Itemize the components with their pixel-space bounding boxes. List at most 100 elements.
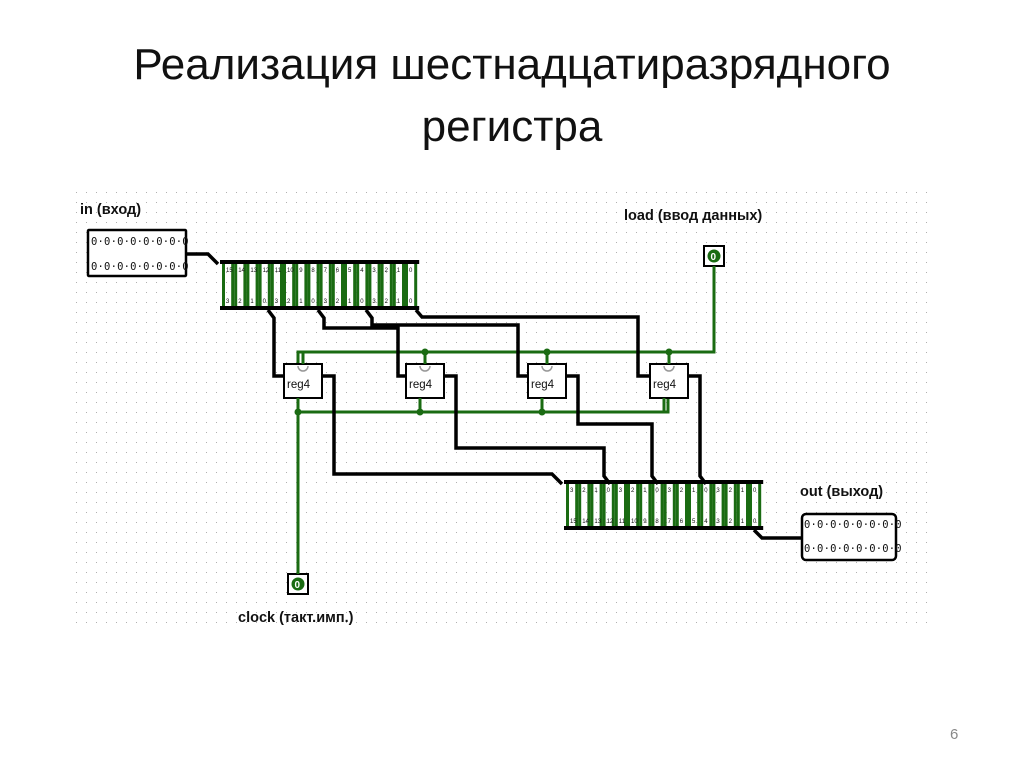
grid-dot bbox=[156, 402, 157, 403]
grid-dot bbox=[876, 492, 877, 493]
grid-dot bbox=[246, 332, 247, 333]
grid-dot bbox=[326, 392, 327, 393]
grid-dot bbox=[116, 422, 117, 423]
grid-dot bbox=[376, 452, 377, 453]
grid-dot bbox=[186, 422, 187, 423]
grid-dot bbox=[186, 212, 187, 213]
grid-dot bbox=[206, 292, 207, 293]
grid-dot bbox=[226, 482, 227, 483]
grid-dot bbox=[366, 502, 367, 503]
grid-dot bbox=[906, 222, 907, 223]
grid-dot bbox=[486, 502, 487, 503]
grid-dot bbox=[696, 402, 697, 403]
grid-dot bbox=[516, 202, 517, 203]
grid-dot bbox=[546, 542, 547, 543]
grid-dot bbox=[586, 572, 587, 573]
grid-dot bbox=[586, 372, 587, 373]
grid-dot bbox=[466, 542, 467, 543]
splitter-bit-line bbox=[672, 484, 676, 526]
grid-dot bbox=[806, 252, 807, 253]
grid-dot bbox=[126, 372, 127, 373]
grid-dot bbox=[196, 362, 197, 363]
grid-dot bbox=[796, 212, 797, 213]
grid-dot bbox=[446, 462, 447, 463]
grid-dot bbox=[606, 582, 607, 583]
grid-dot bbox=[806, 312, 807, 313]
grid-dot bbox=[886, 282, 887, 283]
register-reg4[interactable]: reg4 bbox=[283, 352, 323, 416]
grid-dot bbox=[856, 282, 857, 283]
grid-dot bbox=[426, 302, 427, 303]
grid-dot bbox=[896, 302, 897, 303]
grid-dot bbox=[396, 392, 397, 393]
grid-dot bbox=[136, 442, 137, 443]
clock-pin[interactable]: 0 bbox=[287, 573, 309, 595]
grid-dot bbox=[286, 622, 287, 623]
grid-dot bbox=[856, 342, 857, 343]
grid-dot bbox=[216, 292, 217, 293]
grid-dot bbox=[806, 502, 807, 503]
grid-dot bbox=[876, 302, 877, 303]
grid-dot bbox=[126, 622, 127, 623]
grid-dot bbox=[376, 242, 377, 243]
grid-dot bbox=[866, 282, 867, 283]
grid-dot bbox=[556, 212, 557, 213]
grid-dot bbox=[866, 272, 867, 273]
input-pin[interactable]: 0·0·0·0·0·0·0·0 0·0·0·0·0·0·0·0 bbox=[86, 228, 189, 278]
grid-dot bbox=[736, 582, 737, 583]
grid-dot bbox=[506, 502, 507, 503]
splitter-bottom-label: 8 bbox=[655, 519, 659, 525]
grid-dot bbox=[836, 422, 837, 423]
grid-dot bbox=[626, 592, 627, 593]
grid-dot bbox=[166, 362, 167, 363]
grid-dot bbox=[766, 402, 767, 403]
grid-dot bbox=[646, 302, 647, 303]
grid-dot bbox=[576, 582, 577, 583]
grid-dot bbox=[896, 412, 897, 413]
grid-dot bbox=[186, 472, 187, 473]
grid-dot bbox=[206, 482, 207, 483]
grid-dot bbox=[76, 512, 77, 513]
grid-dot bbox=[836, 302, 837, 303]
grid-dot bbox=[596, 242, 597, 243]
register-reg4[interactable]: reg4 bbox=[527, 348, 567, 416]
grid-dot bbox=[576, 272, 577, 273]
grid-dot bbox=[216, 592, 217, 593]
grid-dot bbox=[556, 332, 557, 333]
grid-dot bbox=[526, 462, 527, 463]
grid-dot bbox=[276, 562, 277, 563]
grid-dot bbox=[446, 222, 447, 223]
grid-dot bbox=[756, 592, 757, 593]
grid-dot bbox=[96, 482, 97, 483]
load-pin[interactable]: 0 bbox=[703, 245, 725, 267]
grid-dot bbox=[906, 292, 907, 293]
grid-dot bbox=[536, 362, 537, 363]
grid-dot bbox=[616, 252, 617, 253]
grid-dot bbox=[676, 342, 677, 343]
grid-dot bbox=[616, 202, 617, 203]
splitter-bottom-label: 3 bbox=[324, 299, 328, 305]
grid-dot bbox=[166, 392, 167, 393]
register-reg4[interactable]: reg4 bbox=[649, 348, 689, 413]
grid-dot bbox=[516, 292, 517, 293]
grid-dot bbox=[296, 622, 297, 623]
grid-dot bbox=[296, 312, 297, 313]
register-reg4[interactable]: reg4 bbox=[405, 348, 445, 416]
grid-dot bbox=[926, 462, 927, 463]
grid-dot bbox=[446, 322, 447, 323]
grid-dot bbox=[136, 492, 137, 493]
grid-dot bbox=[276, 282, 277, 283]
grid-dot bbox=[86, 282, 87, 283]
grid-dot bbox=[876, 192, 877, 193]
grid-dot bbox=[666, 322, 667, 323]
grid-dot bbox=[406, 362, 407, 363]
grid-dot bbox=[866, 392, 867, 393]
grid-dot bbox=[866, 482, 867, 483]
grid-dot bbox=[766, 432, 767, 433]
grid-dot bbox=[926, 392, 927, 393]
grid-dot bbox=[406, 612, 407, 613]
grid-dot bbox=[406, 582, 407, 583]
grid-dot bbox=[436, 332, 437, 333]
grid-dot bbox=[696, 442, 697, 443]
grid-dot bbox=[566, 462, 567, 463]
